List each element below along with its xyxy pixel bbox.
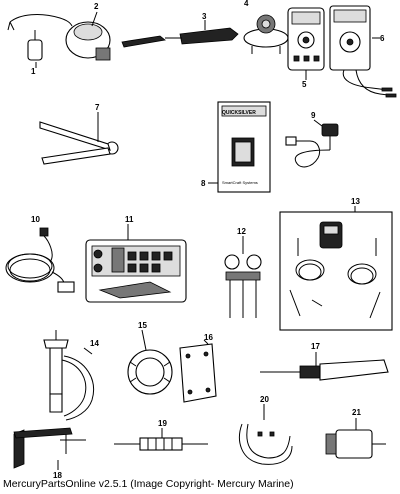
part-7-spanner-wrench bbox=[39, 112, 119, 165]
part-15-collar bbox=[127, 329, 173, 395]
callout-19: 19 bbox=[158, 419, 167, 428]
callout-10: 10 bbox=[31, 215, 40, 224]
callout-2: 2 bbox=[94, 2, 99, 11]
part-6-meter-with-leads bbox=[329, 5, 397, 98]
part-8-smartcraft-kit bbox=[208, 101, 271, 193]
part-10-coiled-cable bbox=[5, 227, 75, 293]
callout-11: 11 bbox=[125, 215, 134, 224]
callout-5: 5 bbox=[302, 80, 307, 89]
callout-14: 14 bbox=[90, 339, 99, 348]
part-21-coupler bbox=[325, 418, 386, 459]
part-19-threaded-rod bbox=[114, 428, 208, 451]
part-18-c-clamp bbox=[13, 427, 86, 470]
part-12-manifold-gauges bbox=[224, 236, 262, 318]
part-1-sensor-harness bbox=[7, 14, 73, 68]
callout-17: 17 bbox=[311, 342, 320, 351]
part-4-flange bbox=[243, 14, 289, 54]
callout-15: 15 bbox=[138, 321, 147, 330]
callout-6: 6 bbox=[380, 34, 385, 43]
callout-7: 7 bbox=[95, 103, 100, 112]
part-5-multimeter bbox=[287, 7, 325, 80]
callout-13: 13 bbox=[351, 197, 360, 206]
part-9-cable bbox=[285, 119, 339, 168]
box-brand-label: QUICKSILVER bbox=[222, 110, 256, 116]
callout-8: 8 bbox=[201, 179, 206, 188]
part-11-kit-case bbox=[85, 224, 187, 303]
callout-9: 9 bbox=[311, 111, 316, 120]
box-sub-label: SmartCraft Systems bbox=[222, 180, 258, 185]
callout-21: 21 bbox=[352, 408, 361, 417]
callout-4: 4 bbox=[244, 0, 249, 8]
callout-18: 18 bbox=[53, 471, 62, 480]
part-13-diagnostic-kit bbox=[279, 206, 393, 331]
callout-1: 1 bbox=[31, 67, 36, 76]
part-17-long-probe bbox=[260, 352, 389, 381]
copyright-footer: MercuryPartsOnline v2.5.1 (Image Copyrig… bbox=[3, 478, 294, 490]
part-14-hand-pump bbox=[43, 330, 94, 421]
part-2-tool bbox=[65, 11, 111, 61]
part-3-probe bbox=[121, 20, 239, 48]
callout-16: 16 bbox=[204, 333, 213, 342]
callout-3: 3 bbox=[202, 12, 207, 21]
part-16-plate bbox=[179, 339, 217, 403]
callout-labels: 1 2 3 4 5 6 7 8 9 10 11 12 13 14 15 16 1… bbox=[31, 0, 385, 480]
callout-20: 20 bbox=[260, 395, 269, 404]
part-20-jumper-leads bbox=[239, 404, 293, 465]
callout-12: 12 bbox=[237, 227, 246, 236]
